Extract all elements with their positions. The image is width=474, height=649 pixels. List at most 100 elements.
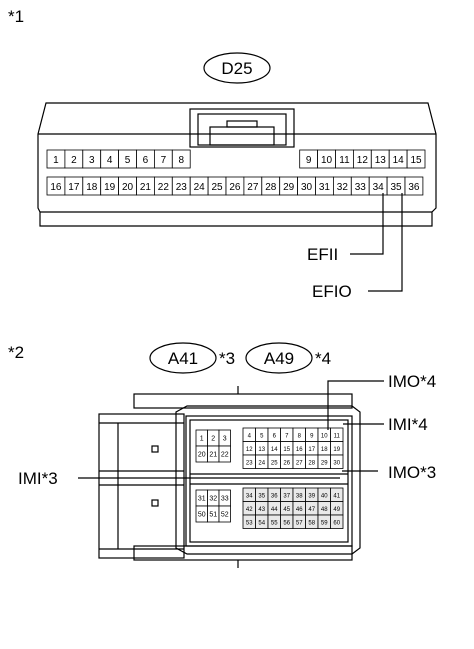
connector-a49-label: A49 bbox=[264, 349, 294, 368]
pin-cell bbox=[218, 445, 231, 463]
pin-number: 7 bbox=[285, 433, 289, 439]
pin-number: 28 bbox=[308, 460, 315, 466]
efio-callout: EFIO bbox=[312, 193, 403, 301]
pin-number: 15 bbox=[410, 155, 422, 166]
pin-number: 1 bbox=[200, 436, 204, 443]
pin-number: 33 bbox=[221, 496, 229, 503]
pin-number: 19 bbox=[104, 182, 116, 193]
figure1-marker: *1 bbox=[8, 7, 24, 26]
efio-label: EFIO bbox=[312, 282, 352, 301]
efii-callout: EFII bbox=[307, 193, 384, 264]
pin-number: 21 bbox=[140, 182, 152, 193]
pin-number: 16 bbox=[296, 447, 303, 453]
pin-number: 6 bbox=[273, 433, 277, 439]
pin-number: 51 bbox=[209, 512, 217, 519]
pin-number: 26 bbox=[229, 182, 241, 193]
pin-number: 4 bbox=[107, 155, 113, 166]
pin-number: 10 bbox=[321, 433, 328, 439]
pin-number: 8 bbox=[178, 155, 184, 166]
pin-cell bbox=[406, 149, 426, 169]
pin-number: 25 bbox=[211, 182, 223, 193]
pin-number: 24 bbox=[194, 182, 206, 193]
pin-number: 12 bbox=[246, 447, 253, 453]
imo4-callout: IMO*4 bbox=[327, 372, 436, 430]
pin-number: 19 bbox=[333, 447, 340, 453]
pin-number: 27 bbox=[296, 460, 303, 466]
pin-number: 9 bbox=[310, 433, 314, 439]
pin-number: 3 bbox=[223, 436, 227, 443]
connector-id-label: D25 bbox=[221, 59, 252, 78]
pin-number: 47 bbox=[308, 507, 315, 513]
pin-number: 4 bbox=[248, 433, 252, 439]
pin-number: 24 bbox=[258, 460, 265, 466]
imo3-callout: IMO*3 bbox=[342, 463, 436, 482]
pin-number: 14 bbox=[393, 155, 405, 166]
connector-a41-note: *3 bbox=[219, 349, 235, 368]
pin-number: 11 bbox=[334, 433, 341, 439]
pin-number: 53 bbox=[246, 520, 253, 526]
pin-number: 6 bbox=[143, 155, 149, 166]
connector-id-ellipse bbox=[203, 52, 271, 84]
pin-cell bbox=[404, 176, 424, 196]
pin-number: 48 bbox=[321, 507, 328, 513]
pin-number: 27 bbox=[247, 182, 259, 193]
pin-number: 20 bbox=[122, 182, 134, 193]
pin-number: 36 bbox=[271, 493, 278, 499]
connector-a41-ellipse bbox=[149, 342, 217, 374]
pin-number: 13 bbox=[258, 447, 265, 453]
figure2-marker: *2 bbox=[8, 343, 24, 362]
pin-number: 60 bbox=[333, 520, 340, 526]
pin-number: 58 bbox=[308, 520, 315, 526]
pin-number: 23 bbox=[246, 460, 253, 466]
pin-number: 10 bbox=[321, 155, 333, 166]
pin-number: 8 bbox=[298, 433, 302, 439]
pin-number: 18 bbox=[321, 447, 328, 453]
connector-a41-label: A41 bbox=[168, 349, 198, 368]
pin-number: 31 bbox=[319, 182, 331, 193]
pin-number: 31 bbox=[198, 496, 206, 503]
pin-number: 37 bbox=[283, 493, 290, 499]
pin-number: 59 bbox=[321, 520, 328, 526]
pin-number: 11 bbox=[339, 155, 350, 166]
pin-number: 22 bbox=[158, 182, 170, 193]
pin-cell bbox=[218, 505, 231, 523]
pin-number: 17 bbox=[308, 447, 315, 453]
pin-number: 57 bbox=[296, 520, 303, 526]
pin-number: 7 bbox=[161, 155, 167, 166]
pin-number: 32 bbox=[209, 496, 217, 503]
pin-number: 34 bbox=[246, 493, 253, 499]
pin-number: 5 bbox=[125, 155, 131, 166]
pin-number: 12 bbox=[357, 155, 369, 166]
pin-number: 40 bbox=[321, 493, 328, 499]
pin-number: 30 bbox=[301, 182, 313, 193]
pin-number: 25 bbox=[271, 460, 278, 466]
pin-number: 54 bbox=[258, 520, 265, 526]
pin-number: 29 bbox=[321, 460, 328, 466]
pin-number: 28 bbox=[265, 182, 277, 193]
pin-number: 2 bbox=[211, 436, 215, 443]
pin-number: 23 bbox=[176, 182, 188, 193]
pin-number: 22 bbox=[221, 452, 229, 459]
efii-label: EFII bbox=[307, 245, 338, 264]
pin-cell bbox=[330, 514, 344, 529]
pin-number: 44 bbox=[271, 507, 278, 513]
connector-a49-note: *4 bbox=[315, 349, 331, 368]
pin-number: 33 bbox=[355, 182, 367, 193]
pin-number: 30 bbox=[333, 460, 340, 466]
pin-number: 42 bbox=[246, 507, 253, 513]
pin-number: 41 bbox=[333, 493, 340, 499]
pin-number: 18 bbox=[86, 182, 98, 193]
pin-number: 45 bbox=[283, 507, 290, 513]
pin-number: 50 bbox=[198, 512, 206, 519]
pin-number: 20 bbox=[198, 452, 206, 459]
pin-number: 46 bbox=[296, 507, 303, 513]
pin-number: 2 bbox=[71, 155, 77, 166]
connector-a49-ellipse bbox=[245, 342, 313, 374]
pin-number: 52 bbox=[221, 512, 229, 519]
